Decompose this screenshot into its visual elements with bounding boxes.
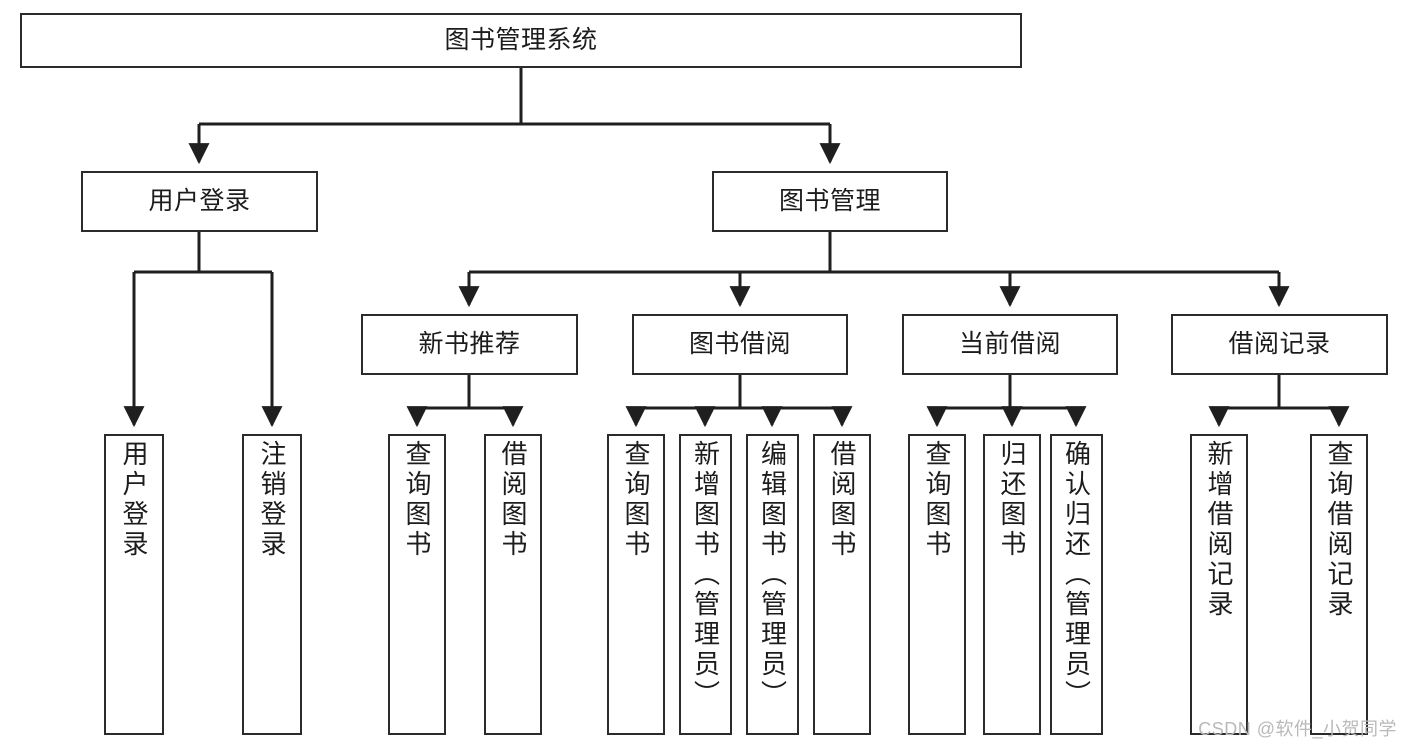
node-label: 用户登录 xyxy=(119,440,149,560)
csdn-watermark: CSDN @软件_小贺同学 xyxy=(1198,719,1397,739)
node-book-manage[interactable]: 图书管理 xyxy=(712,171,948,232)
node-label: 图书管理系统 xyxy=(444,26,598,55)
node-label: 查询图书 xyxy=(922,440,952,560)
node-label: 图书借阅 xyxy=(688,330,791,359)
node-label: 新增图书（管理员） xyxy=(690,440,721,710)
node-label: 查询图书 xyxy=(621,440,651,560)
node-label: 当前借阅 xyxy=(958,330,1061,359)
leaf-add-borrow-record[interactable]: 新增借阅记录 xyxy=(1190,434,1248,735)
node-label: 新增借阅记录 xyxy=(1204,440,1234,620)
node-label: 归还图书 xyxy=(997,440,1027,560)
node-book-borrow[interactable]: 图书借阅 xyxy=(632,314,848,375)
leaf-query-book-current[interactable]: 查询图书 xyxy=(908,434,966,735)
node-current-borrow[interactable]: 当前借阅 xyxy=(902,314,1118,375)
node-borrow-record[interactable]: 借阅记录 xyxy=(1171,314,1388,375)
node-label: 编辑图书（管理员） xyxy=(757,440,788,710)
node-user-login[interactable]: 用户登录 xyxy=(81,171,318,232)
leaf-query-book-recommend[interactable]: 查询图书 xyxy=(388,434,446,735)
node-label: 查询借阅记录 xyxy=(1324,440,1354,620)
leaf-borrow-book[interactable]: 借阅图书 xyxy=(813,434,871,735)
node-label: 用户登录 xyxy=(148,187,251,216)
node-new-book-recommend[interactable]: 新书推荐 xyxy=(361,314,578,375)
node-label: 确认归还（管理员） xyxy=(1061,440,1092,710)
leaf-user-logout[interactable]: 注销登录 xyxy=(242,434,302,735)
node-label: 注销登录 xyxy=(257,440,287,560)
node-label: 借阅图书 xyxy=(498,440,528,560)
node-label: 借阅图书 xyxy=(827,440,857,560)
node-label: 查询图书 xyxy=(402,440,432,560)
leaf-user-login[interactable]: 用户登录 xyxy=(104,434,164,735)
leaf-query-borrow-record[interactable]: 查询借阅记录 xyxy=(1310,434,1368,735)
node-label: 新书推荐 xyxy=(418,330,521,359)
node-root-system[interactable]: 图书管理系统 xyxy=(20,13,1022,68)
leaf-add-book-admin[interactable]: 新增图书（管理员） xyxy=(679,434,732,735)
leaf-borrow-book-recommend[interactable]: 借阅图书 xyxy=(484,434,542,735)
node-label: 借阅记录 xyxy=(1228,330,1331,359)
node-label: 图书管理 xyxy=(778,187,881,216)
leaf-confirm-return-admin[interactable]: 确认归还（管理员） xyxy=(1050,434,1103,735)
leaf-return-book[interactable]: 归还图书 xyxy=(983,434,1041,735)
leaf-edit-book-admin[interactable]: 编辑图书（管理员） xyxy=(746,434,799,735)
leaf-query-book-borrow[interactable]: 查询图书 xyxy=(607,434,665,735)
